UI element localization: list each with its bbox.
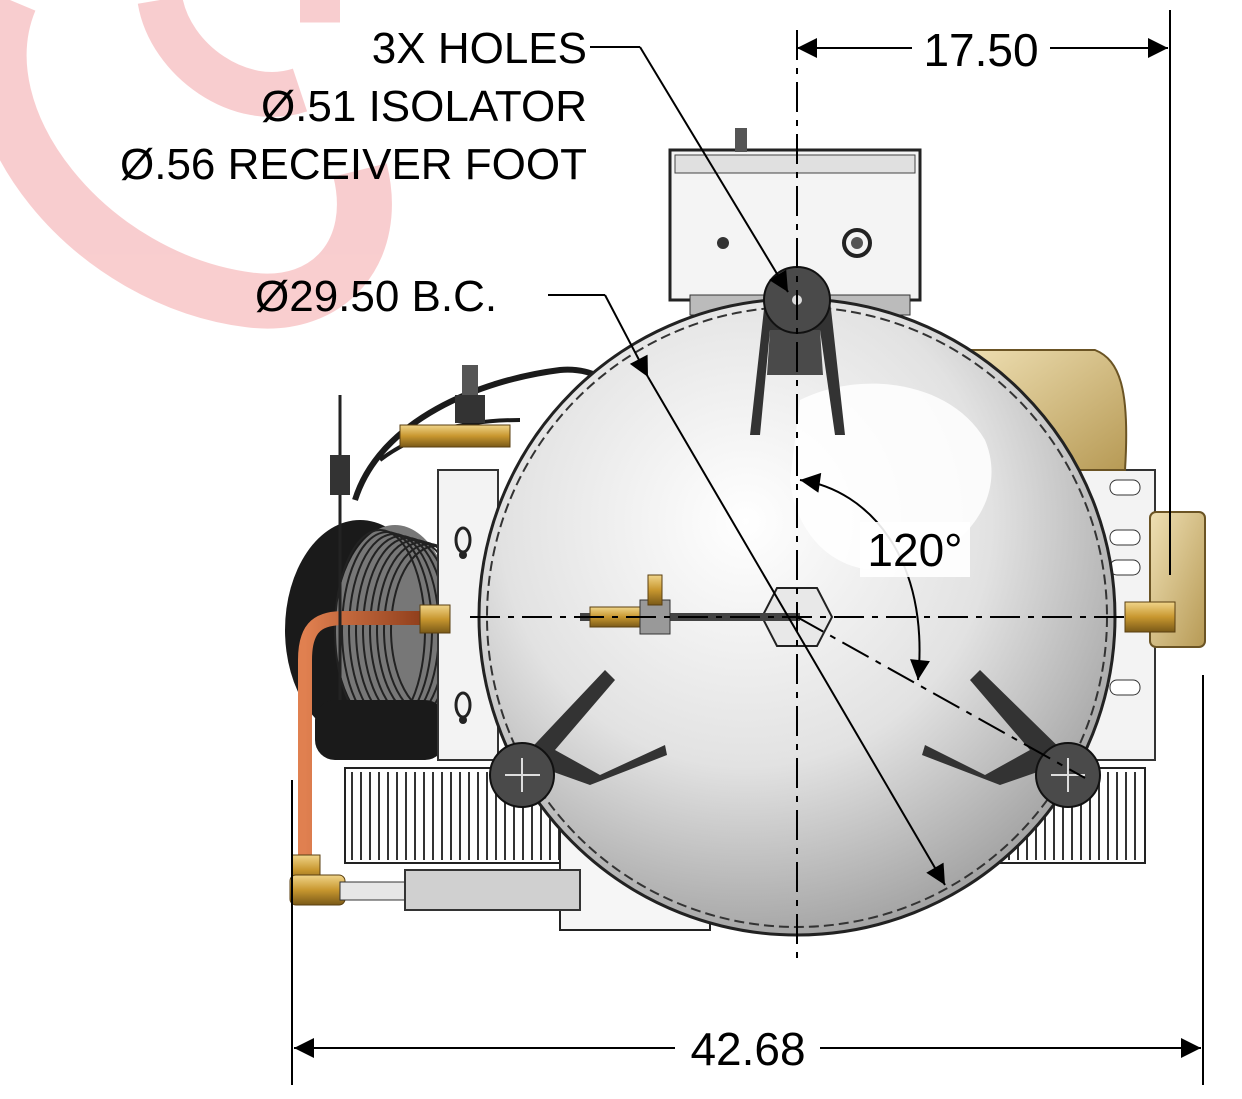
bolt-circle-label: Ø29.50 B.C.	[255, 272, 498, 321]
dimension-overall-width-label: 42.68	[690, 1023, 805, 1075]
holes-callout-line1: 3X HOLES	[371, 24, 587, 73]
holes-callout-line2: Ø.51 ISOLATOR	[260, 82, 587, 131]
upper-fittings	[330, 365, 1176, 700]
holes-callout: 3X HOLES Ø.51 ISOLATOR Ø.56 RECEIVER FOO…	[0, 20, 587, 194]
receiver-foot-right	[922, 670, 1101, 808]
extension-lines	[291, 10, 1204, 1085]
dimension-overall-width: 42.68	[294, 1023, 1201, 1075]
copper-pipe	[289, 611, 581, 911]
motor-flywheel	[285, 520, 482, 760]
receiver-foot-left	[489, 670, 667, 808]
holes-leader	[590, 46, 789, 293]
dimension-offset-label: 17.50	[923, 24, 1038, 76]
holes-callout-line3: Ø.56 RECEIVER FOOT	[120, 140, 587, 189]
dimension-offset: 17.50	[797, 24, 1168, 76]
angle-label: 120°	[867, 524, 962, 576]
angle-dimension: 120°	[799, 472, 970, 681]
watermark-logo	[0, 0, 392, 329]
bolt-circle-callout: Ø29.50 B.C.	[255, 268, 497, 326]
bolt-circle-leader	[548, 294, 946, 886]
